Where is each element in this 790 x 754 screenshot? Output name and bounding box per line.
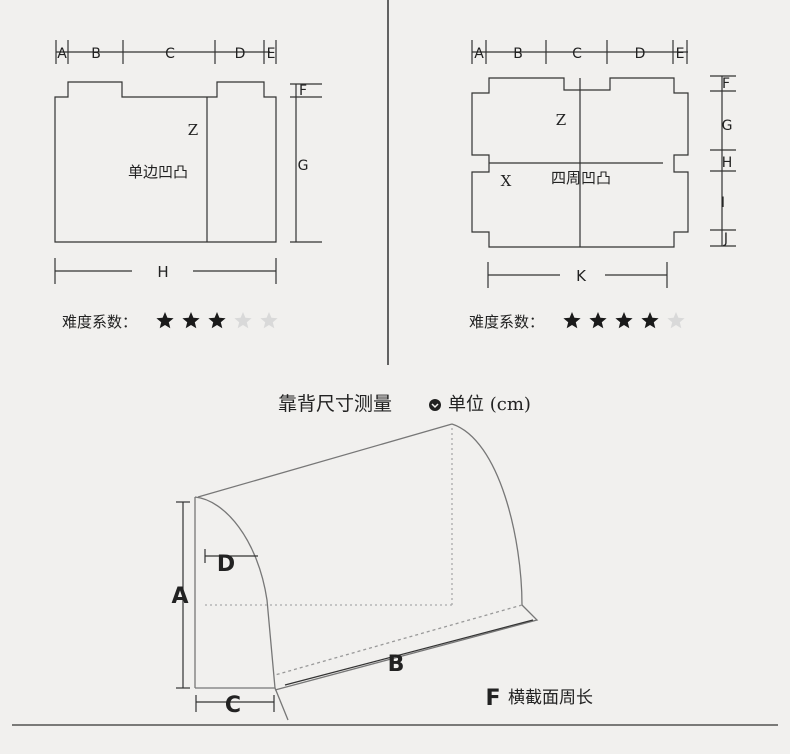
label-a: A <box>171 584 188 609</box>
left-dim-b: B <box>91 46 101 62</box>
bottom-unit: 单位 (cm) <box>448 394 531 415</box>
star-filled-icon <box>589 312 607 329</box>
right-dim-c: C <box>572 46 582 62</box>
right-cushion-outline <box>471 77 689 248</box>
right-dim-e: E <box>676 46 685 62</box>
right-dim-f: F <box>722 76 730 92</box>
right-dim-h: H <box>722 155 733 171</box>
star-filled-icon <box>208 312 226 329</box>
left-dim-a: A <box>57 46 67 62</box>
f-caption: 横截面周长 <box>508 688 593 708</box>
star-filled-icon <box>615 312 633 329</box>
right-dim-b: B <box>513 46 523 62</box>
right-difficulty-label: 难度系数： <box>469 313 544 331</box>
left-difficulty-stars <box>156 312 278 329</box>
left-dim-g: G <box>298 158 309 174</box>
right-dim-g: G <box>722 118 733 134</box>
right-side-label: X <box>501 172 512 190</box>
label-b: B <box>388 652 405 677</box>
right-type-label: 四周凹凸 <box>551 169 611 187</box>
bottom-title: 靠背尺寸测量 <box>278 393 392 415</box>
left-panel <box>54 40 322 284</box>
dimension-marks-3d <box>176 501 534 712</box>
right-dim-d: D <box>635 46 646 62</box>
backrest-3d-sketch <box>194 423 539 721</box>
left-difficulty-label: 难度系数： <box>62 313 137 331</box>
left-dim-h: H <box>157 263 168 281</box>
left-zone-label: Z <box>188 121 198 139</box>
star-empty-icon <box>667 312 685 329</box>
right-dim-i: I <box>721 195 725 211</box>
star-filled-icon <box>563 312 581 329</box>
star-empty-icon <box>260 312 278 329</box>
left-dim-c: C <box>165 46 175 62</box>
label-c: C <box>225 693 241 718</box>
star-filled-icon <box>182 312 200 329</box>
left-cushion-outline <box>54 81 277 243</box>
star-filled-icon <box>641 312 659 329</box>
star-filled-icon <box>156 312 174 329</box>
left-dim-d: D <box>235 46 246 62</box>
right-dim-k: K <box>576 267 587 285</box>
right-difficulty-stars <box>563 312 685 329</box>
right-panel <box>471 40 736 288</box>
title-bullet-icon <box>429 399 441 411</box>
label-d: D <box>217 552 235 577</box>
right-dim-j: J <box>723 231 728 247</box>
label-f: F <box>485 686 500 711</box>
right-zone-label: Z <box>556 111 566 129</box>
star-empty-icon <box>234 312 252 329</box>
left-type-label: 单边凹凸 <box>128 163 188 181</box>
right-dim-a: A <box>474 46 484 62</box>
left-dim-f: F <box>299 83 307 99</box>
left-dim-e: E <box>267 46 276 62</box>
